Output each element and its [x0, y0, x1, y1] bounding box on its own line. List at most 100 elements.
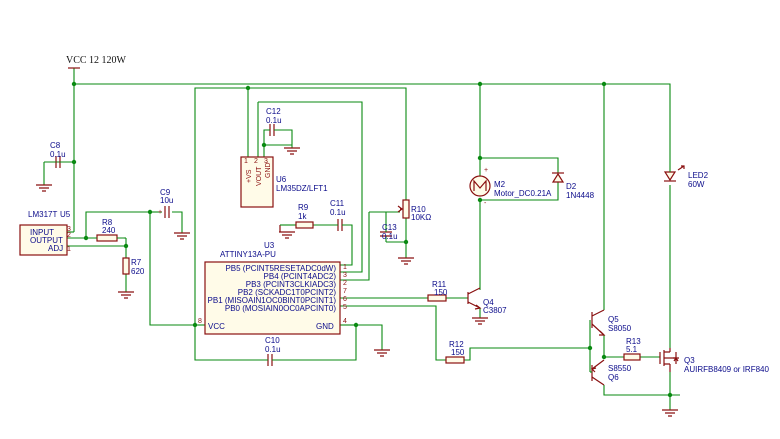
capacitor-c10: C10 0.1u: [265, 336, 281, 366]
mcu-gnd-num: 4: [343, 318, 347, 325]
q5-value: S8050: [608, 324, 632, 333]
junction-dot: [477, 197, 483, 203]
mcu-pin-pb1: PB1 (MISOAIN1OC0BINT0PCINT1): [208, 296, 337, 305]
mcu-pin-num: 3: [343, 272, 347, 279]
junction-dot: [353, 322, 359, 328]
junction-dot: [83, 235, 89, 241]
junction-dot: [192, 322, 198, 328]
junction-dot: [601, 354, 607, 360]
sensor-vout-pin: VOUT: [256, 166, 263, 186]
c10-ref: C10: [265, 336, 280, 345]
regulator-ref: U5: [60, 210, 71, 219]
r7-value: 620: [131, 267, 145, 276]
regulator-u5: LM317T U5 INPUT OUTPUT ADJ 3 2 1: [19, 210, 71, 256]
c9-polarity: +: [158, 209, 162, 216]
vcc-supply: VCC 12 120W: [66, 55, 127, 69]
diode-icon: [551, 172, 565, 183]
vcc-label: VCC 12 120W: [66, 55, 127, 66]
sensor-value: LM35DZ/LFT1: [276, 184, 328, 193]
transistor-q4: Q4 C3807: [467, 287, 507, 315]
junction-dot: [123, 243, 129, 249]
mcu-vcc-pin: VCC: [208, 322, 225, 331]
sensor-vs-pin: +VS: [246, 169, 253, 183]
junctions: [71, 81, 673, 398]
junction-dot: [477, 155, 483, 161]
c11-ref: C11: [330, 199, 345, 208]
c9-value: 10u: [160, 196, 173, 205]
q6-value: S8550: [608, 364, 632, 373]
mcu-gnd-pin: GND: [316, 322, 334, 331]
junction-dot: [403, 239, 409, 245]
ground-icon: [398, 257, 414, 265]
regulator-adj-num: 1: [67, 246, 71, 253]
ground-icon: [284, 147, 300, 155]
temperature-sensor-u6: +VS VOUT GND 1 2 3 U6 LM35DZ/LFT1: [240, 156, 328, 208]
r13-value: 5.1: [626, 345, 638, 354]
regulator-output-num: 2: [67, 232, 71, 239]
r13-ref: R13: [626, 337, 641, 346]
junction-dot: [667, 392, 673, 398]
junction-dot: [587, 345, 593, 351]
q4-ref: Q4: [483, 298, 494, 307]
regulator-input-num: 3: [67, 226, 71, 233]
c13-value: 0.1u: [382, 232, 398, 241]
regulator-adj-pin: ADJ: [48, 244, 63, 253]
motor-m2: + - M2 Motor_DC0.21A: [469, 167, 552, 207]
microcontroller-u3: U3 ATTINY13A-PU PB5 (PCINT5RESETADC0dW) …: [198, 241, 347, 335]
potentiometer-r10: R10 10KΩ: [397, 199, 431, 222]
ground-icon: [279, 224, 295, 239]
junction-dot: [71, 81, 77, 87]
r12-value: 150: [451, 348, 465, 357]
junction-dot: [477, 81, 483, 87]
sensor-vs-num: 1: [244, 158, 248, 165]
motor-value: Motor_DC0.21A: [494, 189, 552, 198]
capacitor-c11: C11 0.1u: [330, 199, 346, 231]
q3-ref: Q3: [684, 356, 695, 365]
mcu-pin-pb2: PB2 (SCKADC1T0PCINT2): [238, 288, 337, 297]
led2-value: 60W: [688, 180, 705, 189]
mcu-ref: U3: [264, 241, 275, 250]
c8-value: 0.1u: [50, 150, 66, 159]
junction-dot: [147, 209, 153, 215]
resistor-r11: R11 150: [427, 280, 448, 302]
q5-ref: Q5: [608, 315, 619, 324]
resistor-r9: R9 1k: [295, 203, 314, 229]
resistor-r12: R12 150: [445, 340, 465, 364]
transistor-q6: S8550 Q6: [590, 359, 632, 386]
mcu-pin-num: 5: [343, 304, 347, 311]
sensor-body: [240, 156, 274, 208]
resistor-r13: R13 5.1: [623, 337, 641, 361]
wires: [43, 68, 680, 410]
mcu-pin-num: 6: [343, 296, 347, 303]
ground-symbols: [36, 147, 678, 417]
mcu-pin-pb3: PB3 (PCINT3CLKIADC3): [246, 280, 337, 289]
resistor-r7: R7 620: [122, 257, 145, 276]
regulator-body: [19, 224, 68, 256]
c10-value: 0.1u: [265, 345, 281, 354]
led-icon: [663, 171, 677, 182]
mcu-body: [204, 261, 341, 335]
d2-value: 1N4448: [566, 191, 595, 200]
c11-value: 0.1u: [330, 208, 346, 217]
transistor-q5: Q5 S8050: [591, 309, 632, 336]
ground-icon: [472, 317, 488, 325]
junction-dot: [245, 85, 251, 91]
sensor-vout-num: 2: [254, 158, 258, 165]
ground-icon: [374, 349, 390, 357]
diode-d2: D2 1N4448: [551, 172, 595, 200]
ground-icon: [118, 291, 134, 299]
capacitor-c9: + C9 10u: [158, 188, 173, 218]
sensor-gnd-pin: GND: [265, 162, 272, 178]
junction-dot: [601, 81, 607, 87]
capacitor-c12: C12 0.1u: [266, 107, 282, 136]
r10-value: 10KΩ: [411, 213, 431, 222]
mcu-pin-pb4: PB4 (PCINT4ADC2): [264, 272, 337, 281]
motor-plus: +: [484, 167, 488, 174]
motor-minus: -: [484, 200, 487, 207]
ground-icon: [662, 409, 678, 417]
d2-ref: D2: [566, 182, 577, 191]
sensor-gnd-num: 3: [264, 158, 268, 165]
motor-icon: [469, 175, 491, 197]
resistor-r8: R8 240: [90, 218, 124, 242]
